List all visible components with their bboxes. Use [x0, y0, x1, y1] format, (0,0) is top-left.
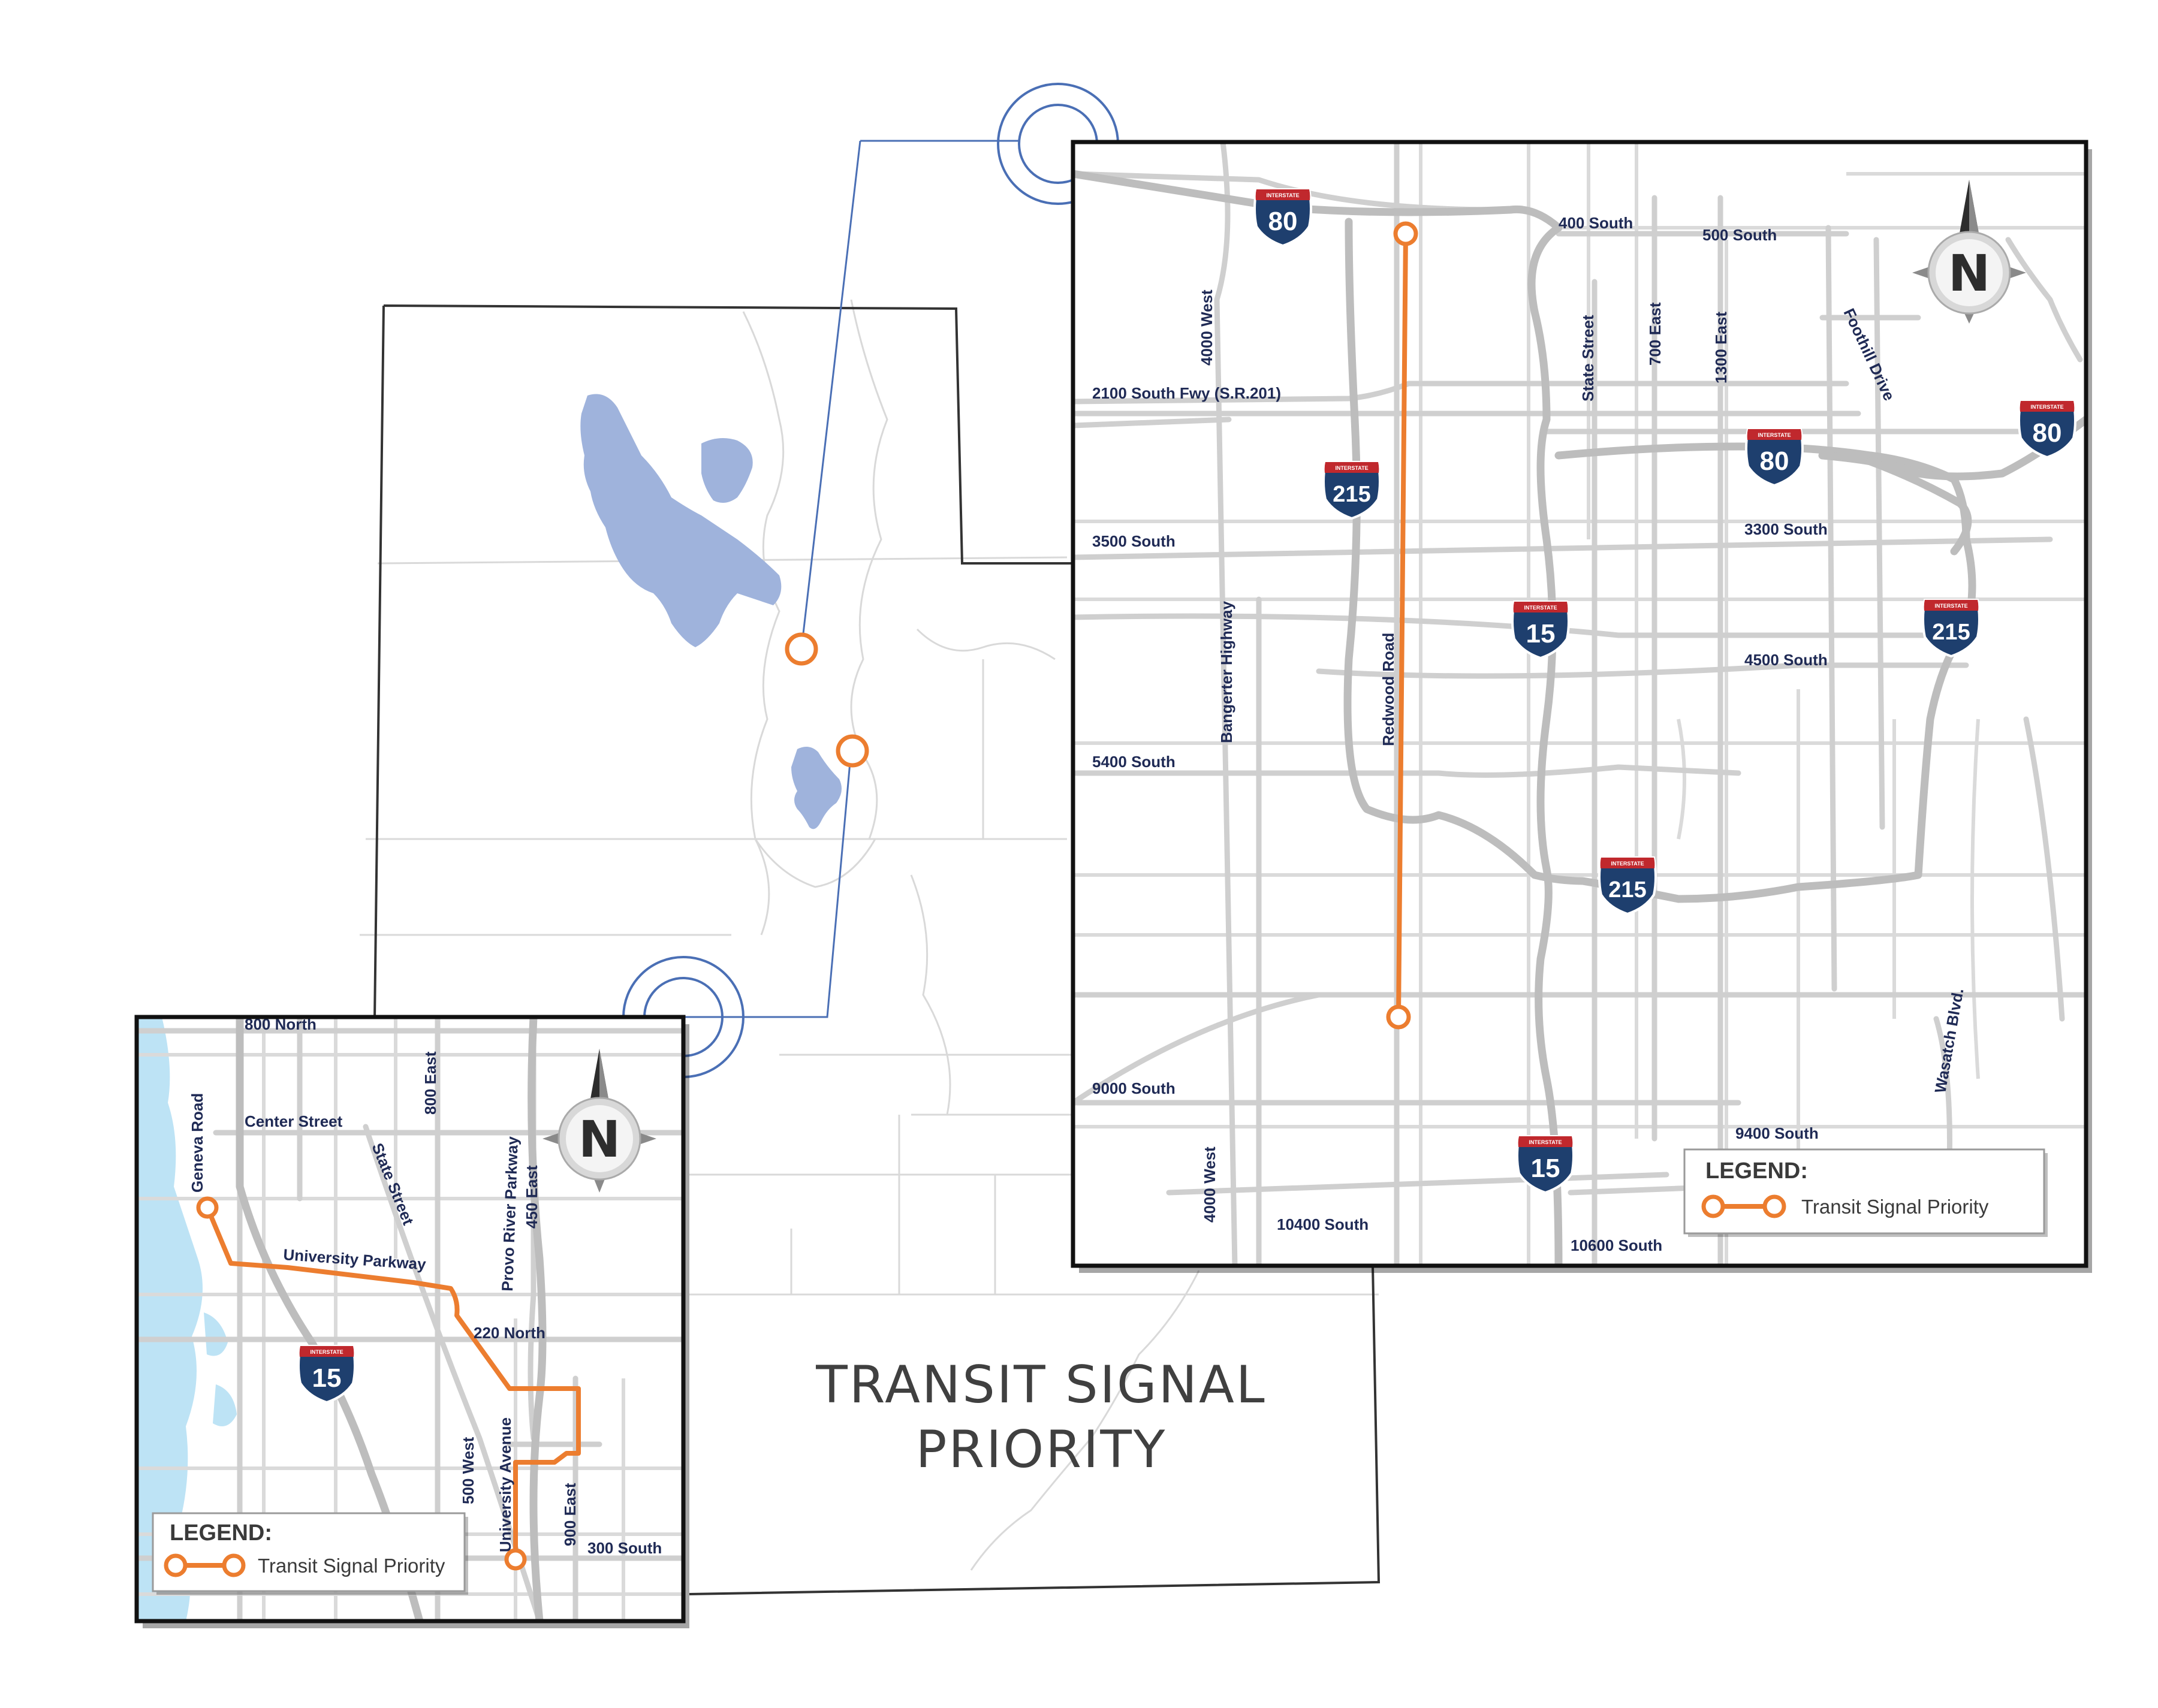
label-300-south: 300 South	[587, 1539, 662, 1557]
i215-shield: INTERSTATE 215	[1322, 461, 1381, 520]
base-map	[360, 299, 1381, 1595]
svg-text:80: 80	[1268, 207, 1298, 236]
label-bangerter-highway: Bangerter Highway	[1217, 601, 1235, 743]
title-line-2: PRIORITY	[916, 1420, 1167, 1480]
great-salt-lake	[580, 394, 782, 647]
svg-text:INTERSTATE: INTERSTATE	[1934, 603, 1967, 609]
slc-minor-roads	[1073, 142, 2086, 1266]
svg-text:INTERSTATE: INTERSTATE	[1758, 432, 1791, 438]
svg-text:INTERSTATE: INTERSTATE	[1611, 861, 1644, 867]
i215-shield: INTERSTATE 215	[1598, 856, 1657, 915]
svg-text:80: 80	[2033, 418, 2062, 448]
label-state-street: State Street	[1579, 315, 1597, 402]
label-3500-south: 3500 South	[1092, 532, 1176, 550]
title-line-1: TRANSIT SIGNAL	[815, 1355, 1266, 1415]
label-center-street: Center Street	[245, 1112, 343, 1130]
legend-title: LEGEND:	[170, 1520, 272, 1546]
provo-tsp-route	[196, 1196, 581, 1571]
slc-freeways	[1073, 170, 2086, 1266]
north-arrow-icon: N	[542, 1049, 656, 1193]
i80-shield: INTERSTATE 80	[1253, 188, 1312, 247]
label-500-south: 500 South	[1702, 226, 1777, 244]
svg-text:INTERSTATE: INTERSTATE	[1335, 465, 1368, 471]
svg-text:215: 215	[1333, 482, 1370, 507]
slc-inset: 400 South 500 South 4000 West State Stre…	[1071, 140, 2092, 1273]
svg-text:15: 15	[312, 1363, 342, 1393]
svg-text:INTERSTATE: INTERSTATE	[1266, 192, 1299, 198]
utah-lake	[791, 747, 842, 829]
svg-text:80: 80	[1760, 446, 1789, 476]
label-400-south: 400 South	[1559, 214, 1633, 232]
slc-legend: LEGEND: Transit Signal Priority	[1683, 1148, 2048, 1237]
label-220-north: 220 North	[474, 1324, 545, 1342]
label-900-east: 900 East	[561, 1483, 579, 1546]
label-5400-south: 5400 South	[1092, 753, 1176, 771]
svg-text:215: 215	[1932, 620, 1970, 645]
svg-text:N: N	[578, 1110, 620, 1169]
label-4500-south: 4500 South	[1744, 651, 1828, 669]
label-university-avenue: University Avenue	[496, 1417, 514, 1552]
legend-item: Transit Signal Priority	[258, 1555, 445, 1577]
legend-title: LEGEND:	[1705, 1158, 1808, 1184]
label-800-east: 800 East	[421, 1051, 439, 1115]
state-outline	[373, 304, 1381, 1595]
great-salt-lake-east	[701, 438, 753, 503]
slc-interstate-shields: INTERSTATE 80 INTERSTATE 215 INTERSTATE …	[1253, 188, 2076, 1194]
label-10400-south: 10400 South	[1277, 1215, 1369, 1233]
map-title: TRANSIT SIGNAL PRIORITY	[815, 1355, 1266, 1480]
label-redwood-road: Redwood Road	[1379, 633, 1397, 746]
i15-shield: INTERSTATE 15	[1516, 1135, 1575, 1194]
svg-text:INTERSTATE: INTERSTATE	[2030, 404, 2063, 410]
i15-shield: INTERSTATE 15	[1511, 600, 1570, 659]
county-lines	[360, 299, 1379, 1571]
north-arrow-icon: N	[1912, 180, 2026, 324]
provo-inset: 800 North Geneva Road 800 East Center St…	[134, 1015, 689, 1628]
legend-item: Transit Signal Priority	[1801, 1196, 1989, 1218]
label-700-east: 700 East	[1646, 302, 1664, 366]
label-800-north: 800 North	[245, 1015, 317, 1033]
label-2100-south: 2100 South Fwy (S.R.201)	[1092, 384, 1281, 402]
label-1300-east: 1300 East	[1712, 312, 1730, 384]
svg-text:15: 15	[1531, 1154, 1560, 1183]
svg-text:15: 15	[1526, 619, 1556, 648]
svg-text:N: N	[1948, 244, 1990, 303]
svg-text:INTERSTATE: INTERSTATE	[310, 1349, 343, 1355]
i15-shield: INTERSTATE 15	[297, 1345, 356, 1404]
label-9400-south: 9400 South	[1735, 1124, 1819, 1142]
label-geneva-road: Geneva Road	[188, 1093, 206, 1193]
label-450-east: 450 East	[523, 1165, 541, 1229]
label-500-west: 500 West	[459, 1437, 477, 1504]
i80-shield: INTERSTATE 80	[1745, 428, 1804, 487]
slc-tsp-route	[1386, 221, 1418, 1030]
label-3300-south: 3300 South	[1744, 520, 1828, 538]
provo-legend: LEGEND: Transit Signal Priority	[152, 1512, 468, 1595]
svg-text:INTERSTATE: INTERSTATE	[1524, 605, 1557, 611]
label-10600-south: 10600 South	[1571, 1236, 1662, 1254]
provo-location-marker	[836, 734, 869, 768]
slc-location-marker	[785, 632, 818, 666]
label-4000-west-top: 4000 West	[1198, 289, 1216, 366]
label-9000-south: 9000 South	[1092, 1079, 1176, 1097]
label-4000-west-bottom: 4000 West	[1201, 1146, 1219, 1223]
svg-text:215: 215	[1608, 877, 1646, 903]
svg-text:INTERSTATE: INTERSTATE	[1529, 1139, 1562, 1145]
i80-shield: INTERSTATE 80	[2018, 400, 2076, 458]
i215-shield: INTERSTATE 215	[1922, 599, 1981, 657]
